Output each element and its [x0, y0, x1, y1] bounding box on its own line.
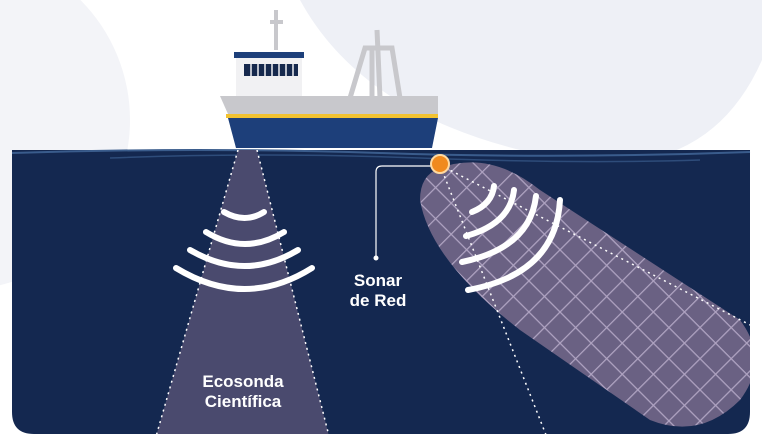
net-sonar-device [430, 154, 450, 174]
net-sonar-label-line-1: Sonar [353, 271, 403, 290]
echosounder-label-line-1: Ecosonda [202, 372, 284, 391]
echosounder-label: Ecosonda Científica [178, 372, 308, 412]
net-sonar-beam-edge-lower [439, 164, 549, 434]
hull-stripe [226, 114, 438, 118]
lower-hull [228, 118, 438, 148]
bridge-roof [234, 52, 304, 58]
net-sonar-wave-3 [459, 193, 539, 265]
sky-blob [300, 0, 762, 164]
echosounder-beam-edge-right [256, 150, 331, 434]
echosounder-beam [155, 150, 330, 434]
window-dividers [250, 64, 294, 76]
net-sonar-label: Sonar de Red [338, 271, 418, 311]
net-sonar-wave-4 [465, 197, 563, 293]
echosounder-wave-3 [187, 247, 301, 269]
echosounder-wave-1 [221, 209, 267, 221]
sea-surface-line-2 [109, 154, 701, 163]
echosounder-waves [173, 209, 315, 292]
sea-surface-line [11, 149, 751, 157]
upper-hull [220, 96, 438, 114]
crane-a-frame [347, 29, 403, 99]
fishing-net [420, 162, 750, 427]
echosounder-label-line-2: Científica [204, 392, 282, 411]
echosounder-beam-edge-left [154, 150, 239, 434]
net-sonar-wave-2 [463, 187, 517, 239]
net-sonar-label-line-2: de Red [349, 291, 407, 310]
net-sonar-waves [459, 183, 563, 293]
bridge-windows [244, 64, 298, 76]
echosounder-wave-4 [173, 265, 315, 292]
mast-rear [270, 10, 283, 50]
fishing-vessel [220, 10, 438, 148]
net-sonar-wave-1 [469, 183, 497, 215]
sonar-leader-line [375, 165, 432, 258]
echosounder-wave-2 [203, 229, 287, 247]
sonar-leader-dot [373, 255, 379, 261]
